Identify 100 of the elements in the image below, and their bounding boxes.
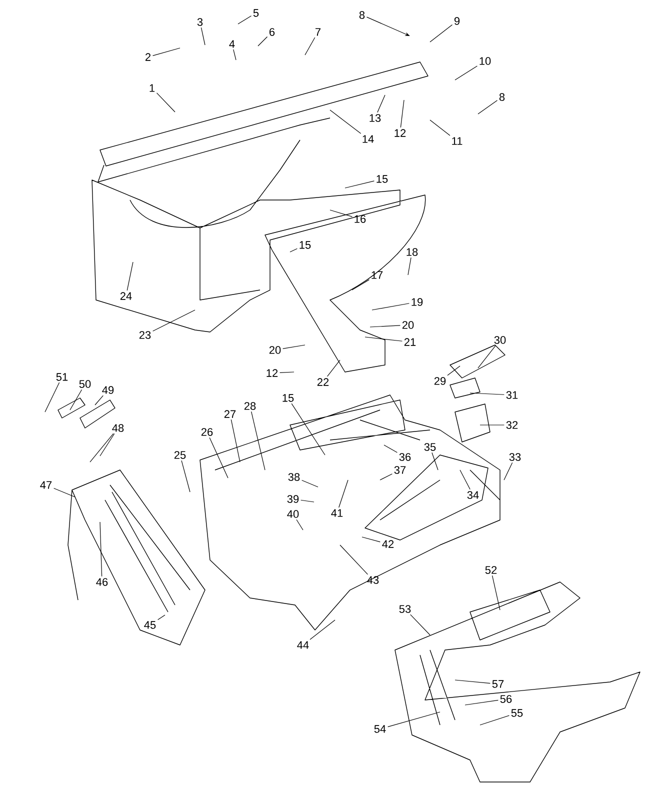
callout-number: 44 [297,641,309,649]
callout-number: 51 [56,373,68,381]
callout-number: 55 [511,709,523,717]
leader-line [478,100,498,114]
callout-number: 21 [404,338,416,346]
leader-line [158,614,166,620]
callout-number: 11 [452,137,462,145]
callout-number: 12 [394,129,406,137]
leader-line [454,680,490,684]
leader-line [372,303,410,310]
leader-line [480,424,504,426]
leader-line [310,620,336,640]
leader-line [408,257,412,276]
callout-number: 56 [500,695,512,703]
callout-number: 40 [287,510,299,518]
leader-line [90,433,114,462]
callout-number: 54 [374,725,386,733]
leader-line [181,460,190,492]
leader-line [94,395,104,406]
leader-line [478,345,496,368]
leader-line [152,310,196,332]
callout-number: 19 [412,298,423,306]
leader-line [388,712,440,728]
callout-number: 46 [96,578,108,586]
callout-number: 38 [288,473,300,481]
leader-line [400,100,404,128]
leader-line [480,715,510,726]
callout-number: 13 [370,114,381,122]
callout-number: 25 [174,451,186,459]
leader-line [44,382,60,412]
callout-number: 34 [467,491,479,499]
leader-line [100,433,115,456]
leader-line [464,700,498,706]
callout-number: 35 [424,443,436,451]
leader-line [410,614,430,636]
callout-number: 27 [224,410,236,418]
callout-number: 15 [300,241,311,249]
leader-line [326,360,340,377]
leader-line [447,366,460,376]
leader-line [330,110,362,134]
callout-number: 52 [485,566,497,574]
callout-number: 48 [112,424,124,432]
callout-number: 36 [399,453,411,461]
callout-number: 53 [399,605,411,613]
callout-number: 50 [79,380,91,388]
leader-line [362,536,380,542]
leader-line [302,480,318,488]
leader-line [352,279,370,290]
callout-number: 47 [40,481,52,489]
leader-line [430,24,453,42]
callout-number: 41 [331,509,343,517]
leader-line [364,336,402,342]
leader-line [370,325,400,328]
leader-line [291,403,326,456]
callout-number: 1 [150,84,155,92]
callout-number: 31 [506,391,518,399]
callout-number: 26 [201,428,213,436]
callout-number: 3 [197,18,203,26]
callout-number: 20 [402,321,414,329]
leader-line [251,411,266,470]
callout-number: 43 [367,576,379,584]
leader-line [340,544,368,575]
callout-number: 37 [394,466,406,474]
leader-line [100,522,102,577]
leader-line [432,452,438,470]
leader-line [290,248,298,252]
callout-number: 17 [372,271,383,279]
callout-number: 7 [316,28,321,36]
callout-number: 9 [454,17,460,25]
leader-line [233,49,236,60]
leader-line [300,500,314,502]
callout-number: 4 [229,40,235,48]
callout-number: 29 [434,377,446,385]
callout-number: 24 [120,292,132,300]
leader-line [338,480,348,508]
callout-number: 2 [146,53,150,61]
leader-line [470,392,504,395]
callout-number: 23 [139,331,151,339]
callout-number: 28 [244,402,256,410]
callout-number: 14 [362,135,374,143]
leader-line [54,488,76,498]
callout-number: 8 [499,93,505,101]
leader-line [156,92,176,112]
leader-line [492,575,500,610]
callout-number: 32 [506,421,518,429]
callout-number: 45 [144,621,156,629]
leader-line [230,419,240,462]
callout-number: 12 [266,369,278,377]
leader-line [70,389,82,410]
callout-number: 22 [317,378,329,386]
callout-number: 57 [492,680,504,688]
leader-line [200,27,206,46]
leader-line [430,120,450,136]
leader-line [366,16,410,36]
callout-number: 16 [354,215,366,223]
callout-number: 6 [270,28,275,36]
leader-line [296,519,304,530]
leader-line [209,437,228,478]
leader-line [238,16,252,24]
leader-line [454,66,478,80]
